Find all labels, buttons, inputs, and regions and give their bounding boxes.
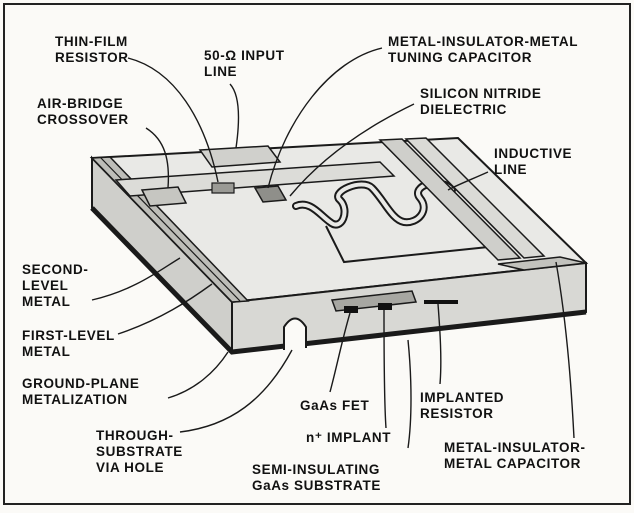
tuning-capacitor-shape [253, 185, 288, 203]
label-mim-capacitor-line1: METAL-INSULATOR- [444, 440, 586, 455]
label-silicon-nitride-line2: DIELECTRIC [420, 102, 507, 117]
label-mim-tuning-capacitor: METAL-INSULATOR-METAL TUNING CAPACITOR [388, 34, 578, 66]
label-thin-film-resistor-line1: THIN-FILM [55, 34, 128, 49]
label-second-level-metal-line3: METAL [22, 294, 71, 309]
leader-inductive-line [447, 171, 489, 191]
air-bridge-pad [140, 186, 188, 207]
label-first-level-metal-line2: METAL [22, 344, 71, 359]
label-through-via-line1: THROUGH- [96, 428, 174, 443]
label-through-via: THROUGH- SUBSTRATE VIA HOLE [96, 428, 183, 476]
label-second-level-metal-line2: LEVEL [22, 278, 69, 293]
right-metal-strip [378, 138, 522, 261]
label-first-level-metal-line1: FIRST-LEVEL [22, 328, 115, 343]
label-input-line-line2: LINE [204, 64, 238, 79]
label-second-level-metal: SECOND- LEVEL METAL [22, 262, 88, 310]
label-mim-capacitor-line2: METAL CAPACITOR [444, 456, 581, 471]
label-input-line: 50-Ω INPUT LINE [204, 48, 285, 80]
leader-gaas-fet [329, 312, 351, 393]
label-air-bridge-line2: CROSSOVER [37, 112, 129, 127]
label-implanted-resistor: IMPLANTED RESISTOR [420, 390, 504, 422]
label-thin-film-resistor-line2: RESISTOR [55, 50, 129, 65]
label-air-bridge: AIR-BRIDGE CROSSOVER [37, 96, 129, 128]
label-implanted-resistor-line1: IMPLANTED [420, 390, 505, 405]
label-inductive-line: INDUCTIVE LINE [494, 146, 572, 178]
leader-tuning-capacitor [267, 47, 383, 189]
leader-implanted-resistor [437, 303, 442, 385]
label-ground-plane: GROUND-PLANE METALIZATION [22, 376, 139, 408]
label-input-line-line1: 50-Ω INPUT [204, 48, 285, 63]
leader-mim-capacitor [555, 261, 575, 439]
input-line-pad [198, 145, 282, 168]
ground-plane-edge [90, 206, 587, 355]
label-n-implant: n⁺ IMPLANT [306, 430, 391, 446]
fet-gate-block-1 [344, 306, 358, 313]
leader-air-bridge [145, 127, 170, 189]
leader-n-implant [383, 309, 387, 429]
label-mim-tuning-capacitor-line2: TUNING CAPACITOR [388, 50, 533, 65]
label-thin-film-resistor: THIN-FILM RESISTOR [55, 34, 129, 66]
implanted-resistor-shape [424, 300, 458, 304]
label-ground-plane-line1: GROUND-PLANE [22, 376, 140, 391]
lower-interconnect [325, 225, 499, 264]
second-level-metal-strip [114, 161, 396, 197]
label-ground-plane-line2: METALIZATION [22, 392, 128, 407]
leader-silicon-nitride [289, 103, 415, 197]
leader-input-line [229, 83, 240, 149]
label-second-level-metal-line1: SECOND- [22, 262, 89, 277]
label-gaas-fet-line1: GaAs FET [300, 398, 370, 413]
thin-film-resistor-shape [211, 182, 235, 194]
label-through-via-line3: VIA HOLE [96, 460, 165, 475]
label-silicon-nitride-line1: SILICON NITRIDE [420, 86, 542, 101]
label-through-via-line2: SUBSTRATE [96, 444, 183, 459]
leader-second-level [91, 257, 181, 301]
via-hole [283, 317, 307, 350]
leader-ground-plane [167, 351, 229, 399]
label-air-bridge-line1: AIR-BRIDGE [37, 96, 124, 111]
label-inductive-line-line1: INDUCTIVE [494, 146, 573, 161]
label-mim-capacitor: METAL-INSULATOR- METAL CAPACITOR [444, 440, 586, 472]
label-silicon-nitride: SILICON NITRIDE DIELECTRIC [420, 86, 542, 118]
front-capacitor-pad [497, 256, 587, 271]
fet-gate-block-2 [378, 303, 392, 310]
label-semi-insulating-line2: GaAs SUBSTRATE [252, 478, 381, 493]
leader-first-level [117, 283, 213, 335]
figure-border [3, 3, 631, 505]
leader-thin-film-resistor [127, 57, 219, 183]
label-n-implant-line1: n⁺ IMPLANT [306, 430, 392, 445]
label-first-level-metal: FIRST-LEVEL METAL [22, 328, 115, 360]
leader-through-via [179, 349, 293, 433]
label-inductive-line-line2: LINE [494, 162, 528, 177]
label-semi-insulating: SEMI-INSULATING GaAs SUBSTRATE [252, 462, 381, 494]
label-mim-tuning-capacitor-line1: METAL-INSULATOR-METAL [388, 34, 579, 49]
label-gaas-fet: GaAs FET [300, 398, 369, 414]
label-semi-insulating-line1: SEMI-INSULATING [252, 462, 380, 477]
label-implanted-resistor-line2: RESISTOR [420, 406, 494, 421]
leader-semi-insulating [407, 339, 412, 449]
